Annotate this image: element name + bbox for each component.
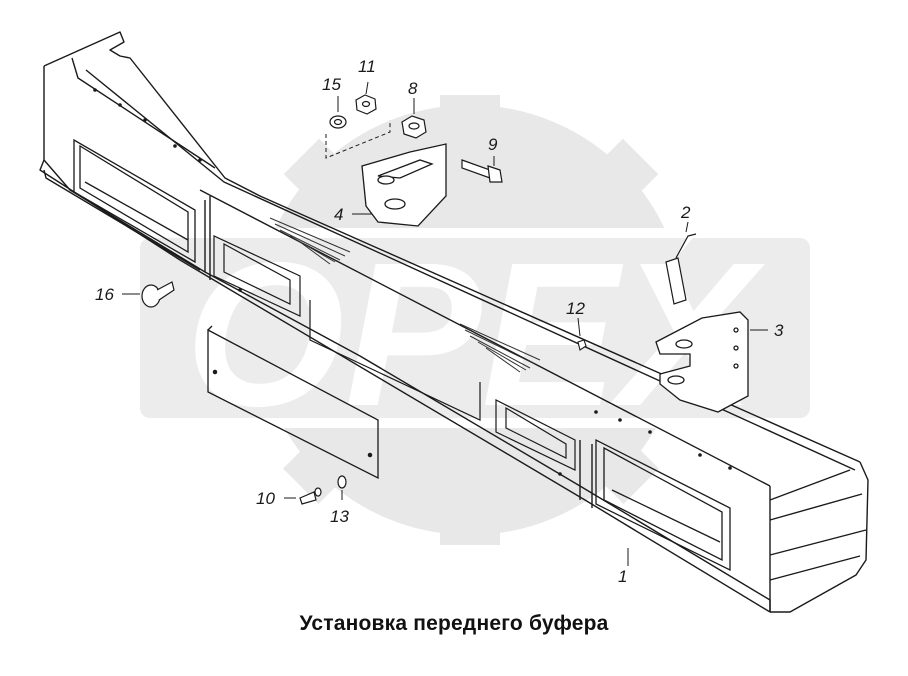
callout-12: 12 [566,299,585,318]
mounting-holes [93,88,732,476]
callout-1: 1 [618,567,627,586]
bumper-grille-patches [269,217,541,373]
callout-11: 11 [358,57,376,76]
right-lamp-opening [595,438,731,572]
license-plate-panel [207,325,379,480]
callout-10: 10 [256,489,275,508]
callout-13: 13 [330,507,349,526]
callout-8: 8 [408,79,418,98]
washer-13 [337,475,347,489]
nut-8 [401,115,427,139]
callout-15: 15 [322,75,341,94]
callout-2: 2 [680,203,691,222]
washer-bracket-leader [325,120,391,159]
figure-caption: Установка переднего буфера [299,612,609,635]
tow-bracket-3 [655,311,749,413]
bolt-9 [461,159,503,183]
callout-16: 16 [95,285,114,304]
callout-labels: 1 2 3 4 8 9 10 11 12 13 15 16 [95,57,784,586]
screw-10 [299,487,322,505]
leader-lines [122,81,768,566]
pin-2 [665,233,697,305]
left-lamp-opening [73,138,196,264]
callout-4: 4 [334,205,343,224]
nut-12 [577,339,587,351]
mounting-bracket-4 [361,143,447,227]
nut-11 [355,94,377,115]
bolt-16 [141,281,175,308]
washer-15 [329,115,347,129]
bumper-beam [39,31,869,613]
bumper-slots [213,235,576,471]
callout-3: 3 [774,321,784,340]
callout-9: 9 [488,135,498,154]
